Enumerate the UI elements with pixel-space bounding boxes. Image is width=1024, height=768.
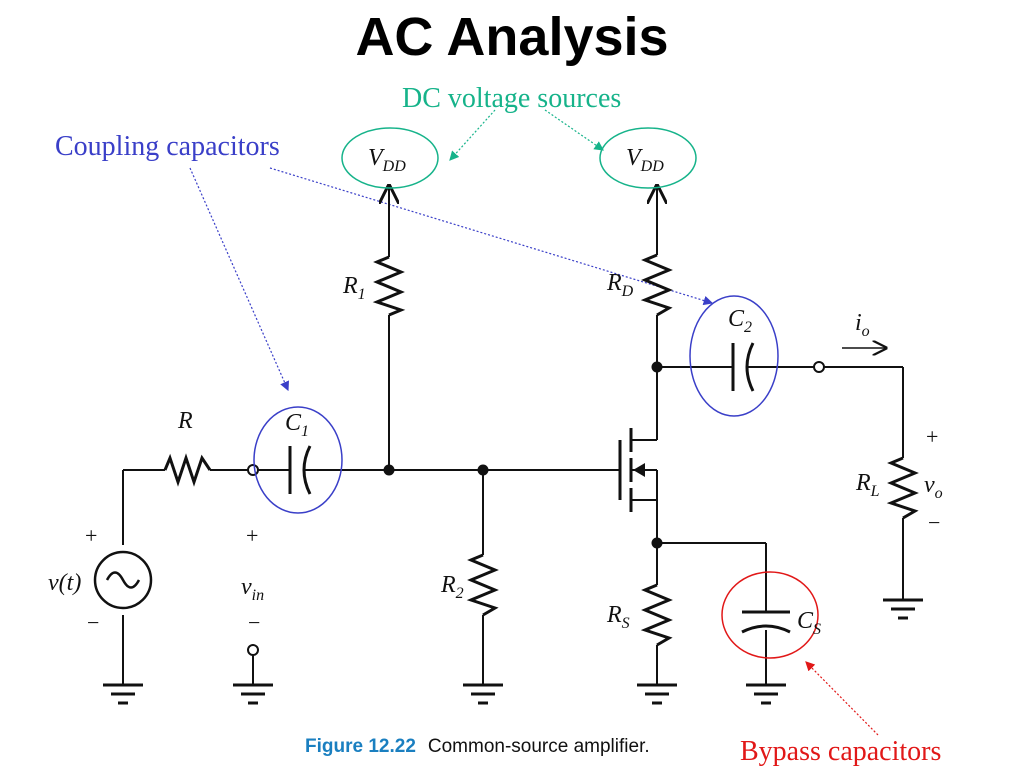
figure-number: Figure 12.22 xyxy=(305,736,416,757)
vt-minus: − xyxy=(87,610,99,635)
vdd-label-right: VDD xyxy=(626,145,664,175)
coupling-annotation: Coupling capacitors xyxy=(55,131,280,162)
ground-icon xyxy=(463,683,503,705)
resistor-r xyxy=(163,453,212,487)
bypass-annotation: Bypass capacitors xyxy=(740,736,941,767)
vin-label: vin xyxy=(241,574,264,604)
capacitors xyxy=(288,342,791,634)
page-title: AC Analysis xyxy=(355,7,669,67)
rs-label: RS xyxy=(606,602,630,632)
resistor-rl xyxy=(886,456,919,520)
resistor-rd xyxy=(640,253,673,317)
rd-label: RD xyxy=(606,270,634,300)
resistors xyxy=(163,253,919,647)
vdd-label-left: VDD xyxy=(368,145,406,175)
io-label: io xyxy=(855,310,870,340)
c1-label: C1 xyxy=(285,410,309,440)
vo-plus: + xyxy=(926,424,938,449)
ground-icon xyxy=(233,683,273,705)
component-labels: VDD VDD R R1 R2 RD RS RL C1 C2 CS io vo … xyxy=(48,145,943,638)
vt-label: v(t) xyxy=(48,570,81,596)
annotation-arrows xyxy=(189,109,879,736)
ac-source xyxy=(93,550,153,610)
wires xyxy=(122,188,904,685)
r-label: R xyxy=(177,408,193,434)
ground-icon xyxy=(883,598,923,620)
ground-icon xyxy=(637,683,677,705)
nodes xyxy=(247,361,825,656)
resistor-r2 xyxy=(466,553,499,617)
dc-sources-annotation: DC voltage sources xyxy=(402,83,621,114)
figure-caption: Figure 12.22 Common-source amplifier. xyxy=(305,736,650,757)
cs-label: CS xyxy=(797,608,821,638)
vt-plus: + xyxy=(85,523,97,548)
mosfet xyxy=(618,428,658,512)
vdd-arrows xyxy=(389,186,657,200)
highlight-shapes xyxy=(253,127,819,659)
vo-label: vo xyxy=(924,472,943,502)
rl-label: RL xyxy=(855,470,880,500)
r1-label: R1 xyxy=(342,273,366,303)
figure-caption-text: Common-source amplifier. xyxy=(428,736,650,757)
resistor-rs xyxy=(640,583,673,647)
ground-icon xyxy=(103,683,143,705)
r2-label: R2 xyxy=(440,572,464,602)
vin-plus: + xyxy=(246,523,258,548)
vo-minus: − xyxy=(928,510,940,535)
grounds xyxy=(103,598,923,705)
resistor-r1 xyxy=(372,255,406,317)
vin-minus: − xyxy=(248,610,260,635)
ground-icon xyxy=(746,683,786,705)
c2-label: C2 xyxy=(728,306,752,336)
